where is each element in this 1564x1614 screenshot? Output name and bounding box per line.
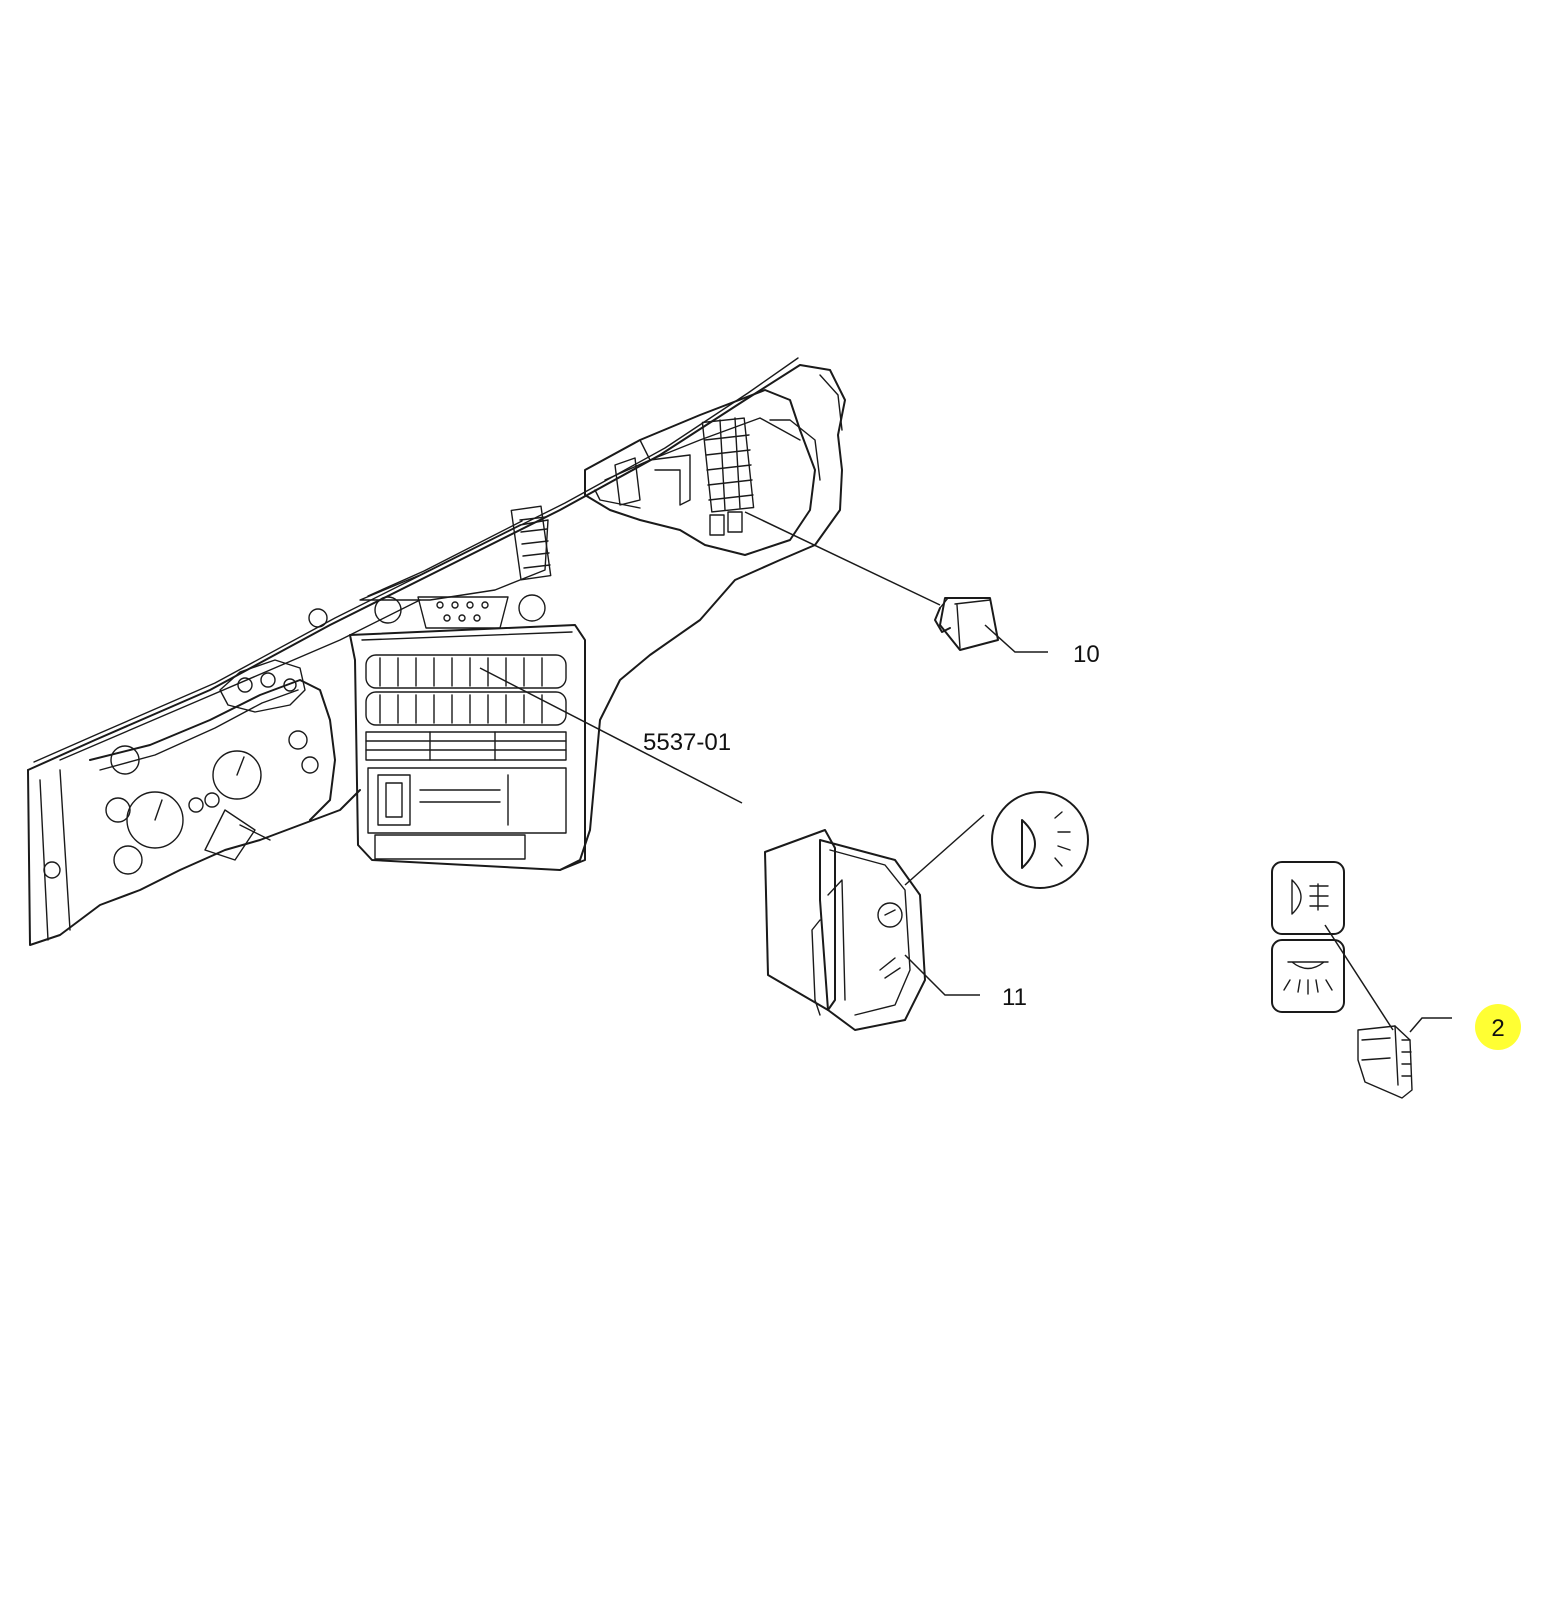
switch-part-11 <box>764 829 926 1031</box>
headlamp-icon <box>1021 819 1036 869</box>
leader-lines <box>479 511 1452 1033</box>
small-switch-part-2 <box>1357 1025 1413 1099</box>
leader-part-11-to-icon <box>904 814 985 886</box>
leader-part-10-label <box>984 624 1048 653</box>
leader-5537-to-console <box>479 667 743 804</box>
callout-part-11: 11 <box>1002 984 1027 1011</box>
callout-part-2-highlight <box>1475 1004 1521 1050</box>
leader-part-11-label <box>904 954 980 996</box>
callout-labels: 5537-01 10 11 2 <box>643 641 1521 1050</box>
relay-part-10 <box>934 597 999 651</box>
leader-part-2-label <box>1409 1017 1452 1033</box>
fog-lamp-icon <box>1291 879 1329 915</box>
callout-ref-5537-01: 5537-01 <box>643 729 731 756</box>
callout-part-10: 10 <box>1073 641 1100 668</box>
leader-part-10-to-dashboard <box>744 511 941 606</box>
leader-part-2-to-icons <box>1324 924 1394 1031</box>
interior-light-icon <box>1283 961 1333 995</box>
headlamp-symbol <box>991 791 1089 889</box>
callout-part-2: 2 <box>1491 1015 1504 1042</box>
switch-icons-part-2 <box>1271 861 1345 1013</box>
dashboard-assembly <box>27 357 846 946</box>
